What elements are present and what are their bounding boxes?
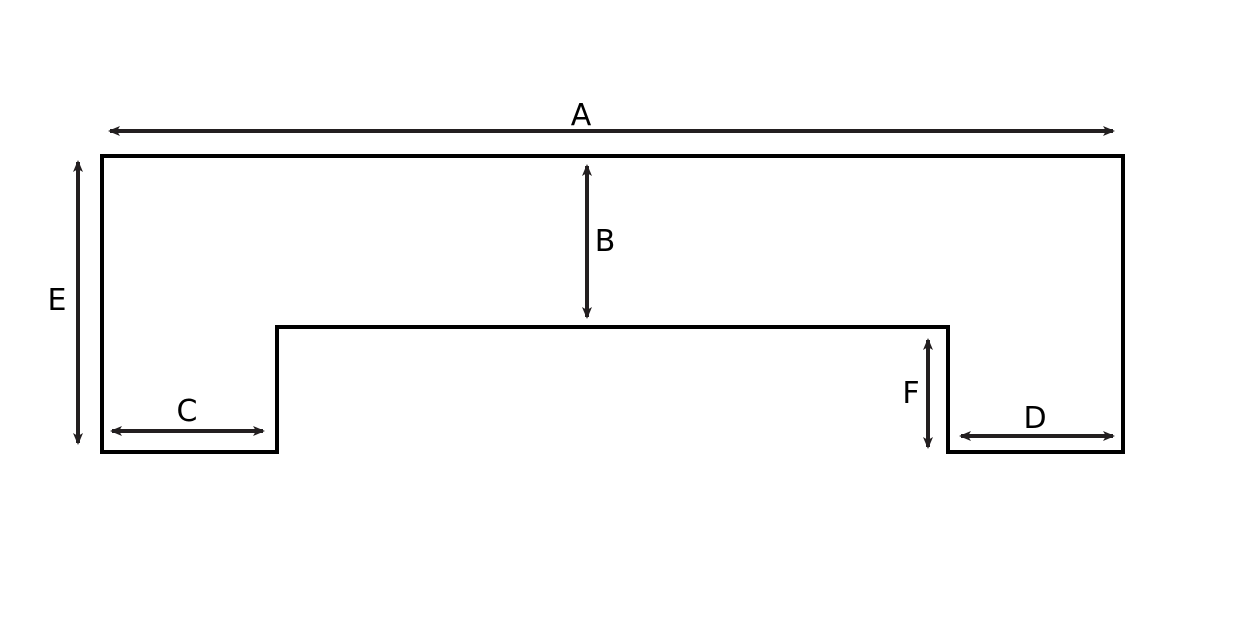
dimension-c-label: C xyxy=(177,394,198,429)
dimension-b-label: B xyxy=(595,224,616,259)
dimension-a-label: A xyxy=(571,98,592,133)
dimension-c: C xyxy=(110,394,265,436)
shape-outline xyxy=(100,154,1125,454)
dimension-d: D xyxy=(959,401,1115,441)
dimension-e-label: E xyxy=(48,283,67,318)
dimension-d-label: D xyxy=(1023,401,1046,436)
dimension-e: E xyxy=(48,160,83,445)
dimension-b: B xyxy=(582,164,616,319)
dimension-f-label: F xyxy=(902,376,919,411)
dimension-f: F xyxy=(902,338,933,449)
dimension-a: A xyxy=(108,98,1115,136)
